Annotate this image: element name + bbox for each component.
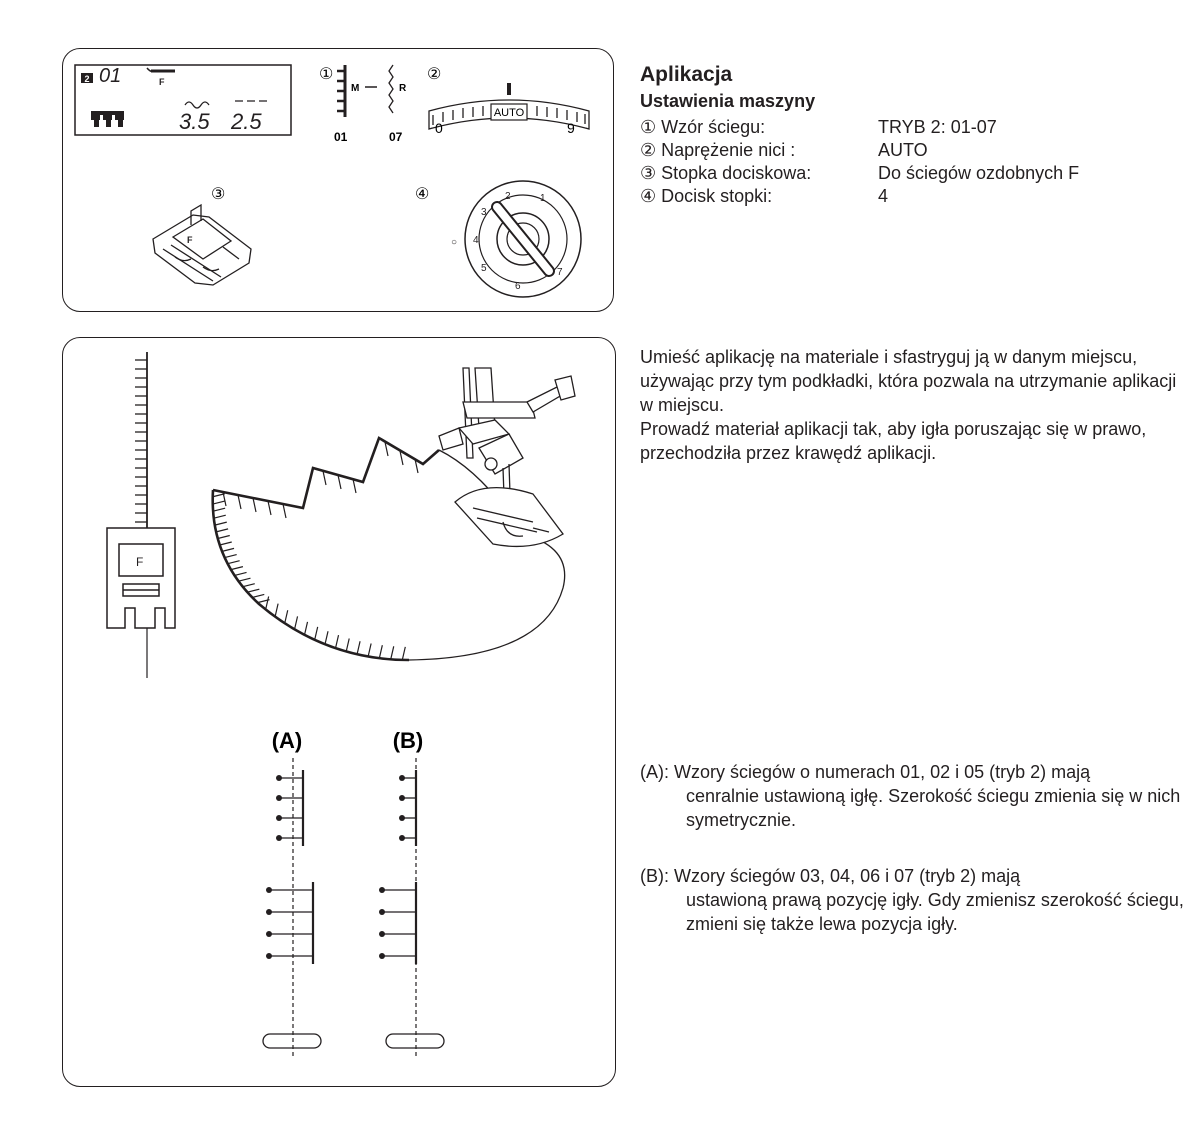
callout-1: ① [319,66,333,83]
stitch-line-diagram [135,352,147,528]
pattern-last-number: 07 [389,130,403,144]
pressure-zero-label: ○ [451,237,457,248]
presser-foot-sewing-view [439,368,575,546]
svg-text:3: 3 [481,207,487,218]
foot-letter: F [136,555,143,569]
svg-text:7: 7 [557,267,563,278]
presser-foot-f-top-view: F [107,528,175,678]
setting-value: AUTO [878,139,928,161]
svg-text:2: 2 [505,191,511,202]
callout-4: ④ [415,186,429,203]
pattern-first-number: 01 [334,130,348,144]
settings-subtitle: Ustawienia maszyny [640,91,815,112]
note-b-first-line: (B): Wzory ściegów 03, 04, 06 i 07 (tryb… [640,866,1020,886]
setting-label: ① Wzór ściegu: [640,116,765,138]
stitch-pattern-range-icon [337,65,393,117]
stitch-diagram-b [379,758,444,1058]
setting-value: TRYB 2: 01-07 [878,116,997,138]
applique-illustration-panel: F (A) (B) [62,337,616,1087]
tension-min-label: 0 [435,120,443,136]
tension-dial-icon [429,83,589,129]
tension-auto-label: AUTO [494,107,525,119]
setting-label: ② Naprężenie nici : [640,139,795,161]
setting-label: ④ Docisk stopki: [640,185,772,207]
page-title: Aplikacja [640,63,732,87]
pattern-left-tag: M [351,83,359,94]
tension-max-label: 9 [567,120,575,136]
instruction-paragraph-1: Umieść aplikację na materiale i sfastryg… [640,347,1176,415]
settings-illustration: 2 01 F 3.5 2.5 ① M R 01 07 [63,49,615,313]
machine-settings-panel: 2 01 F 3.5 2.5 ① M R 01 07 [62,48,614,312]
pattern-b-label: (B) [393,728,424,753]
svg-text:1: 1 [540,193,546,204]
note-pattern-a: (A): Wzory ściegów o numerach 01, 02 i 0… [640,760,1200,832]
note-b-rest: ustawioną prawą pozycję igły. Gdy zmieni… [640,888,1200,936]
lcd-foot-letter: F [159,77,165,87]
svg-text:6: 6 [515,281,521,292]
instructions-text: Umieść aplikację na materiale i sfastryg… [640,345,1190,465]
setting-value: 4 [878,185,888,207]
svg-text:4: 4 [473,235,479,246]
note-a-first-line: (A): Wzory ściegów o numerach 01, 02 i 0… [640,762,1090,782]
lcd-stitch-icon [91,111,124,127]
callout-3: ③ [211,186,225,203]
lcd-length-value: 2.5 [230,109,262,134]
presser-foot-f-icon: F [153,205,251,285]
applique-diagram: F (A) (B) [63,338,617,1088]
pattern-a-label: (A) [272,728,303,753]
callout-2: ② [427,66,441,83]
note-a-rest: cenralnie ustawioną igłę. Szerokość ście… [640,784,1200,832]
setting-label: ③ Stopka dociskowa: [640,162,811,184]
lcd-display: 2 01 F 3.5 2.5 [75,65,291,135]
applique-shape [213,438,565,660]
instruction-paragraph-2: Prowadź materiał aplikacji tak, aby igła… [640,419,1146,463]
pattern-right-tag: R [399,83,407,94]
pressure-dial-icon [465,181,581,297]
stitch-diagram-a [263,758,321,1058]
lcd-pattern-number: 01 [99,65,121,87]
note-pattern-b: (B): Wzory ściegów 03, 04, 06 i 07 (tryb… [640,864,1200,936]
lcd-mode-number: 2 [84,74,89,84]
setting-value: Do ściegów ozdobnych F [878,162,1079,184]
svg-text:5: 5 [481,263,487,274]
lcd-width-value: 3.5 [179,109,210,134]
svg-text:F: F [187,235,193,245]
